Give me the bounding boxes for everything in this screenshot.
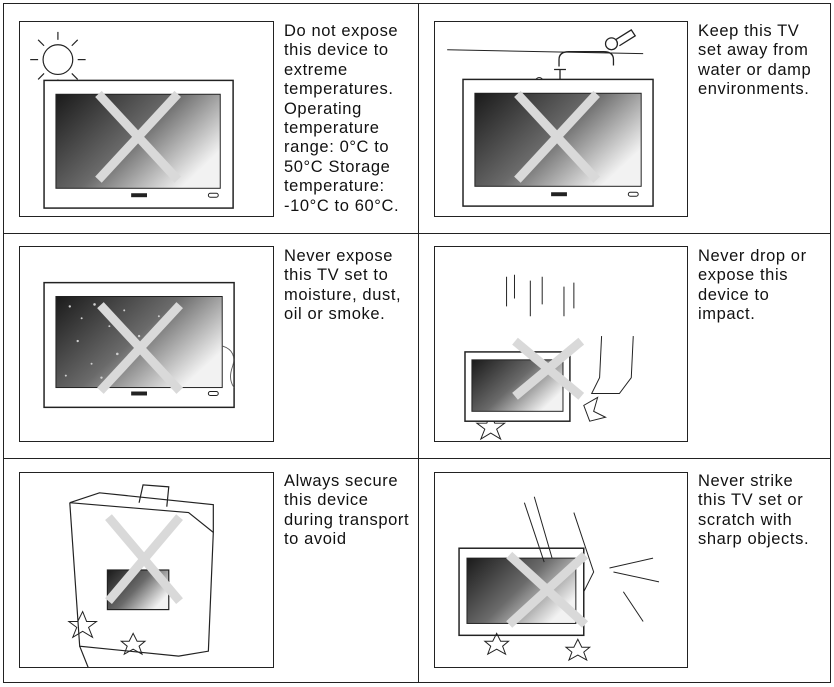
row-divider — [4, 458, 830, 459]
scratch-illustration — [434, 472, 688, 668]
temperature-caption: Do not expose this device to extreme tem… — [284, 22, 400, 215]
faucet-icon — [554, 29, 637, 82]
impact-caption: Never drop or expose this device to impa… — [698, 247, 807, 324]
tv-faucet-drawing — [447, 29, 654, 207]
dust-icon — [64, 303, 160, 379]
temperature-illustration — [19, 21, 274, 217]
sun-icon — [30, 31, 86, 88]
dust-illustration — [19, 246, 274, 442]
transport-illustration — [19, 472, 274, 668]
impact-icon — [475, 274, 634, 441]
dust-caption: Never expose this TV set to moisture, du… — [284, 247, 402, 324]
safety-grid — [3, 3, 831, 683]
sharp-object-icon — [483, 496, 660, 662]
impact-illustration — [434, 246, 688, 442]
tv-dust-drawing — [43, 281, 235, 409]
water-illustration — [434, 21, 688, 217]
column-divider — [418, 4, 419, 682]
scratch-caption: Never strike this TV set or scratch with… — [698, 472, 810, 549]
tv-hot-sun-drawing — [30, 31, 234, 209]
tv-sharp-objects-drawing — [458, 496, 660, 662]
transport-caption: Always secure this device during transpo… — [284, 472, 410, 549]
tv-in-box-drawing — [67, 484, 214, 667]
water-caption: Keep this TV set away from water or damp… — [698, 22, 812, 99]
tv-dropped-drawing — [464, 274, 634, 441]
row-divider — [4, 233, 830, 234]
box-icon — [69, 484, 214, 667]
